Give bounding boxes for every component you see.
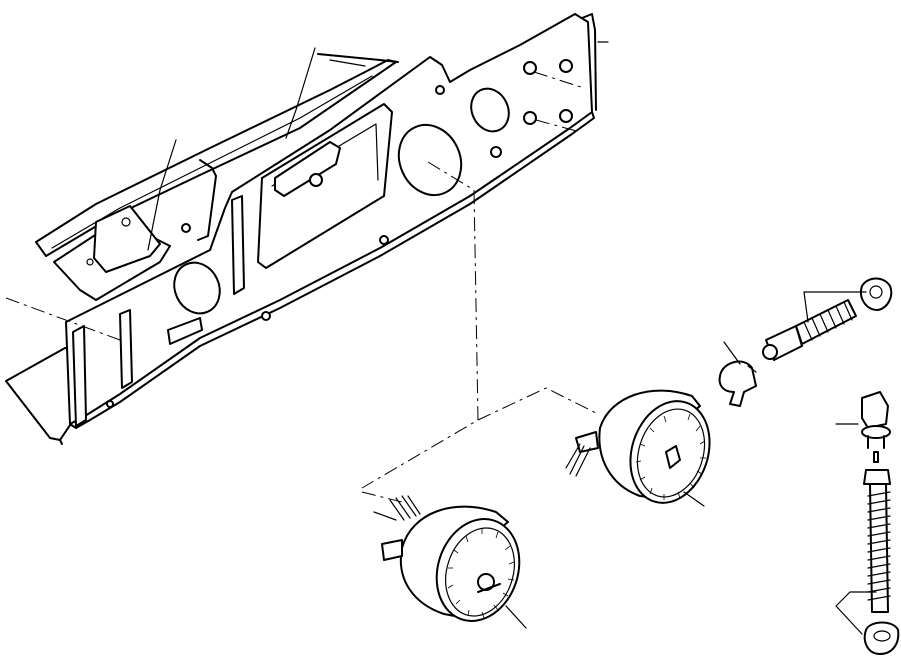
gauge-lower-leader bbox=[505, 605, 527, 629]
gauge-lower bbox=[373, 495, 521, 622]
instrument-panel bbox=[5, 13, 597, 445]
toggle-switch-vertical bbox=[835, 391, 900, 655]
panel-leader-lines bbox=[5, 41, 609, 341]
knob-right bbox=[718, 341, 757, 407]
gauge-upper bbox=[565, 389, 711, 504]
gauge-upper-leader bbox=[683, 491, 705, 507]
lamp-socket-right bbox=[762, 277, 893, 361]
assembly-lines bbox=[361, 161, 599, 503]
